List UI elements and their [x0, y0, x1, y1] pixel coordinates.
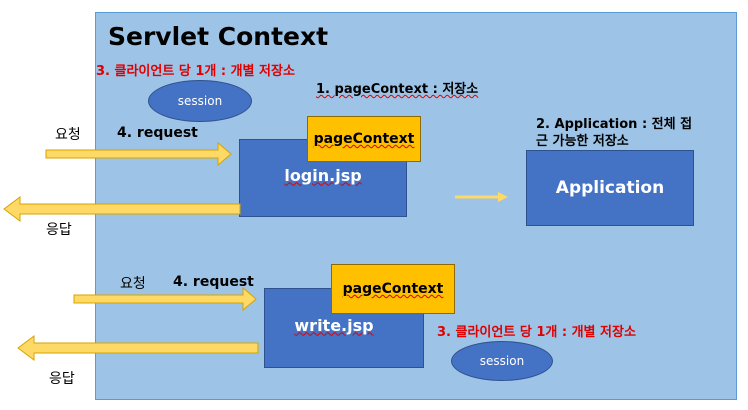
request-word-bottom: 요청 — [120, 276, 146, 292]
application-box: Application — [526, 150, 694, 226]
pagecontext-label-login: pageContext — [313, 131, 415, 147]
per-client-storage-note-bottom: 3. 클라이언트 당 1개 : 개별 저장소 — [437, 325, 636, 340]
per-client-storage-note-top: 3. 클라이언트 당 1개 : 개별 저장소 — [96, 64, 295, 79]
request-label-top: 4. request — [117, 125, 198, 141]
write-jsp-label: write.jsp — [294, 315, 374, 335]
application-note-line-2: 근 가능한 저장소 — [536, 134, 629, 149]
request-word-top: 요청 — [55, 127, 81, 143]
session-ellipse-top: session — [148, 80, 252, 122]
response-word-bottom: 응답 — [49, 371, 75, 387]
pagecontext-label-write: pageContext — [342, 281, 444, 297]
session-ellipse-bottom: session — [451, 341, 553, 381]
request-arrow-bottom — [73, 286, 257, 312]
response-arrow-top — [3, 196, 241, 222]
session-label: session — [479, 354, 525, 368]
servlet-context-title: Servlet Context — [108, 22, 329, 51]
pagecontext-box-write: pageContext — [331, 264, 455, 314]
request-label-bottom: 4. request — [173, 274, 254, 290]
pagecontext-storage-note: 1. pageContext : 저장소 — [316, 78, 478, 97]
login-jsp-label: login.jsp — [284, 165, 362, 185]
session-label: session — [177, 94, 223, 108]
application-label: Application — [555, 178, 665, 198]
request-arrow-top — [45, 141, 232, 167]
login-to-application-arrow — [455, 192, 508, 202]
response-word-top: 응답 — [46, 222, 72, 238]
response-arrow-bottom — [17, 335, 259, 361]
pagecontext-storage-note-text: 1. pageContext : 저장소 — [316, 82, 479, 97]
application-note-line-1: 2. Application : 전체 접 — [536, 117, 693, 132]
pagecontext-box-login: pageContext — [307, 116, 421, 162]
